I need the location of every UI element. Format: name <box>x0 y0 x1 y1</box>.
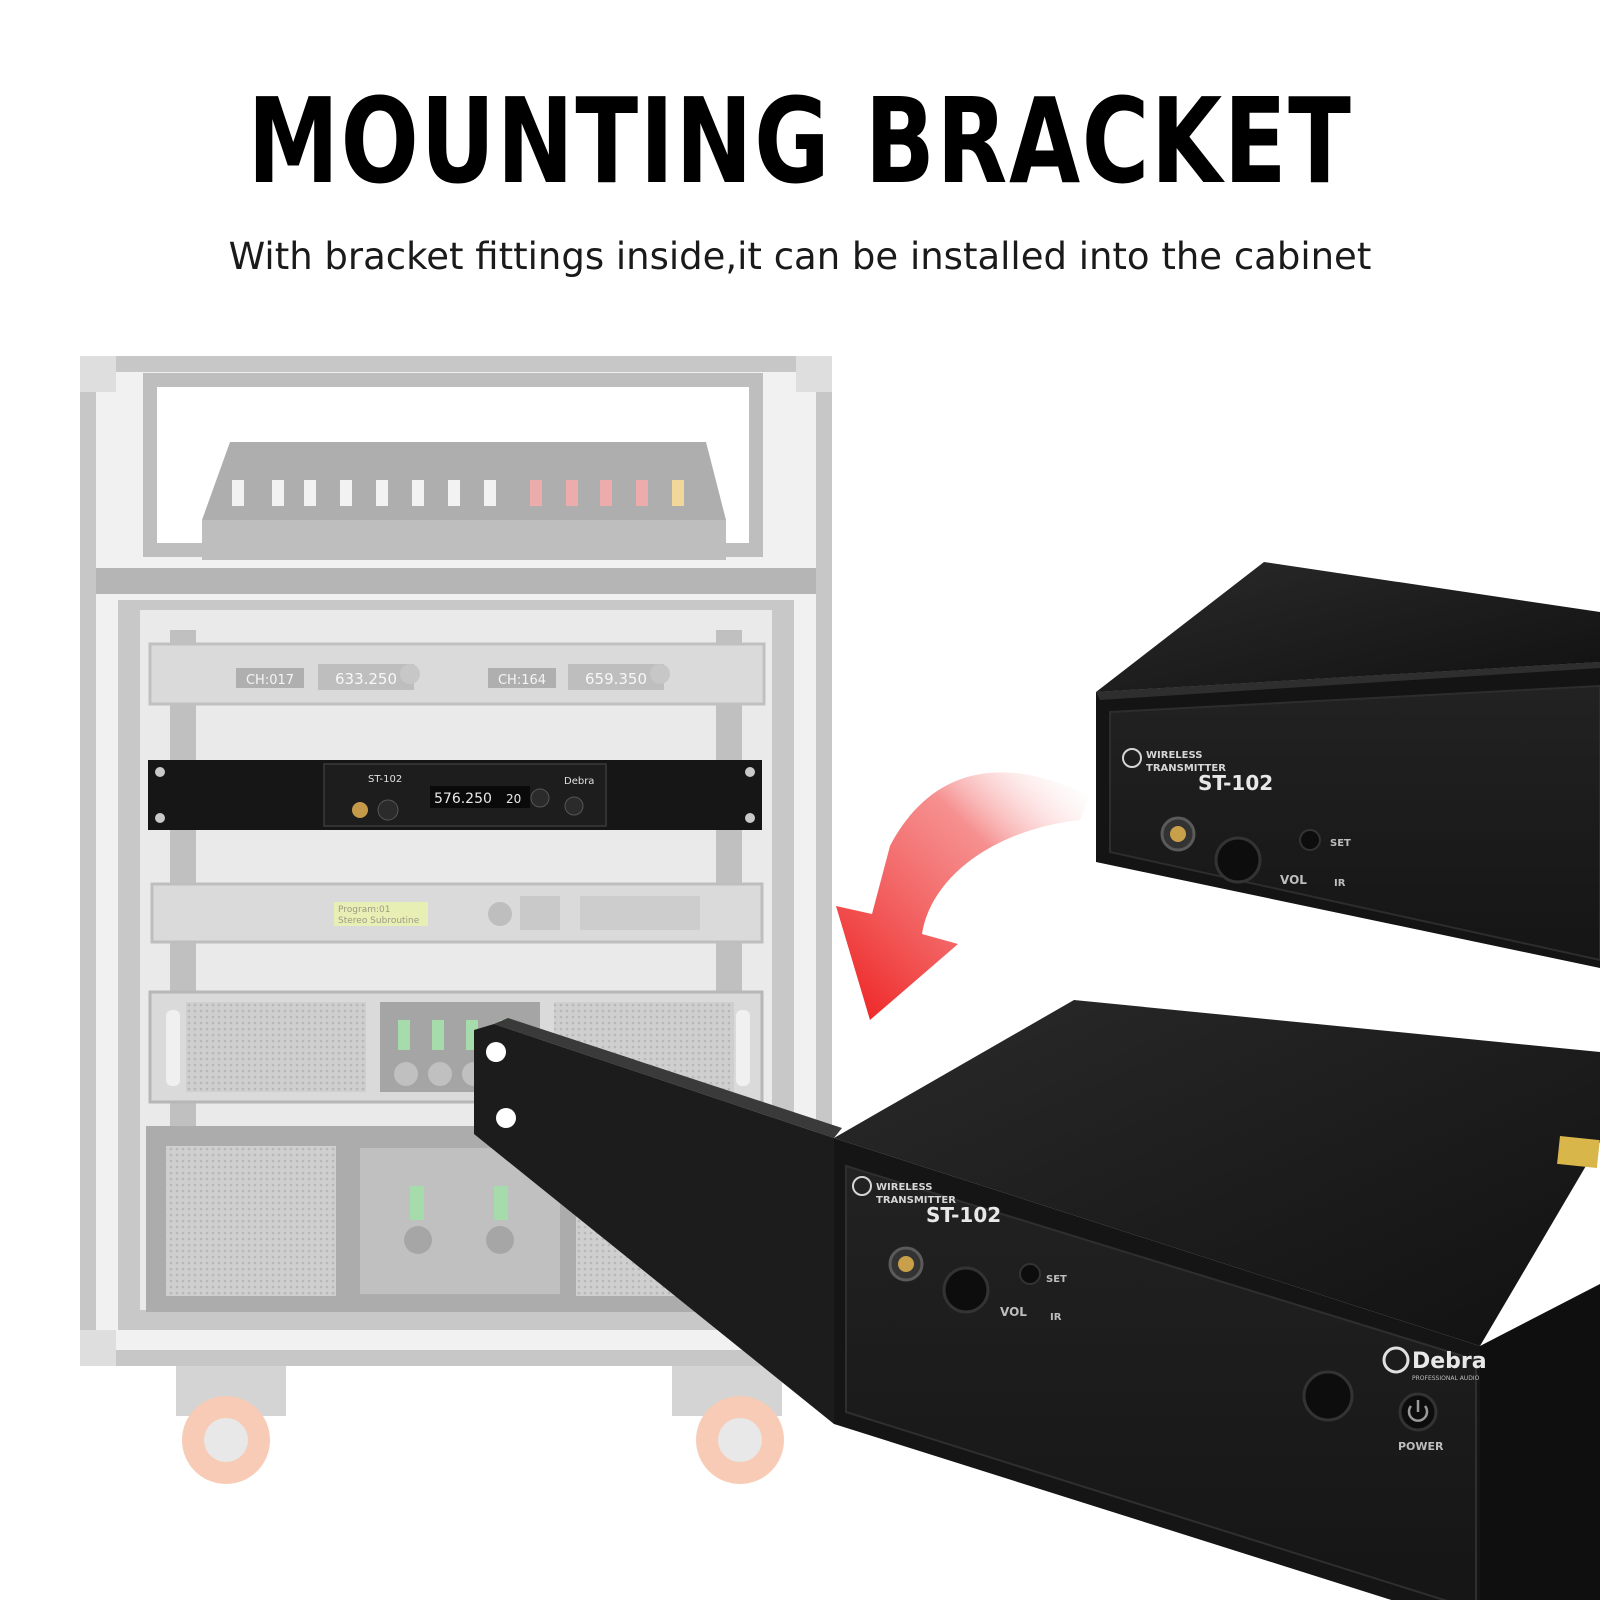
rack-cabinet: CH:017 633.250 CH:164 659.350 Program:01… <box>80 356 832 1484</box>
debra-logo-icon <box>1382 1346 1410 1374</box>
top-vol-label: VOL <box>1280 873 1307 887</box>
receiver-right-freq: 659.350 <box>585 670 647 688</box>
receiver-left-channel: CH:017 <box>246 673 294 688</box>
bottom-vol-label: VOL <box>1000 1305 1027 1319</box>
processor-lcd-line2: Stereo Subroutine <box>338 916 420 926</box>
top-label-line1: WIRELESS <box>1146 750 1202 761</box>
top-model: ST-102 <box>1198 771 1273 795</box>
bottom-label-line1: WIRELESS <box>876 1182 932 1193</box>
mounted-unit-channel: 20 <box>506 792 521 806</box>
bottom-power-label: POWER <box>1398 1440 1444 1453</box>
processor-lcd-line1: Program:01 <box>338 905 390 915</box>
bottom-set-label: SET <box>1046 1274 1067 1285</box>
mounted-unit-freq: 576.250 <box>434 791 492 807</box>
bottom-label-line2: TRANSMITTER <box>876 1195 956 1206</box>
rack-amplifier <box>148 990 764 1104</box>
receiver-left-freq: 633.250 <box>335 670 397 688</box>
rack-processor: Program:01 Stereo Subroutine <box>150 882 764 944</box>
receiver-right-channel: CH:164 <box>498 673 546 688</box>
top-label-line2: TRANSMITTER <box>1146 763 1226 774</box>
mounting-bracket <box>474 1018 842 1424</box>
ear-icon <box>1122 748 1142 768</box>
mounted-unit-model: ST-102 <box>368 774 402 785</box>
bottom-model: ST-102 <box>926 1203 1001 1227</box>
subheadline: With bracket fittings inside,it can be i… <box>228 235 1372 278</box>
product-bottom: WIRELESS TRANSMITTER ST-102 VOL SET IR D… <box>474 1000 1600 1600</box>
mounted-unit-brand: Debra <box>564 776 594 787</box>
top-set-label: SET <box>1330 838 1351 849</box>
power-icon <box>1398 1392 1438 1432</box>
rack-receiver: CH:017 633.250 CH:164 659.350 <box>148 642 766 706</box>
headline: MOUNTING BRACKET <box>247 72 1353 210</box>
curved-arrow-icon <box>836 772 1090 1020</box>
ear-icon <box>852 1176 872 1196</box>
bottom-ir-label: IR <box>1050 1312 1062 1323</box>
bottom-brand: Debra <box>1412 1349 1487 1374</box>
product-top: WIRELESS TRANSMITTER ST-102 VOL SET IR <box>1096 562 1600 968</box>
top-ir-label: IR <box>1334 878 1346 889</box>
caster-wheels <box>176 1366 784 1484</box>
mixer-console <box>202 442 726 560</box>
rack-mounted-st102: ST-102 576.250 20 Debra <box>148 760 762 830</box>
bottom-brand-sub: PROFESSIONAL AUDIO <box>1412 1375 1480 1382</box>
